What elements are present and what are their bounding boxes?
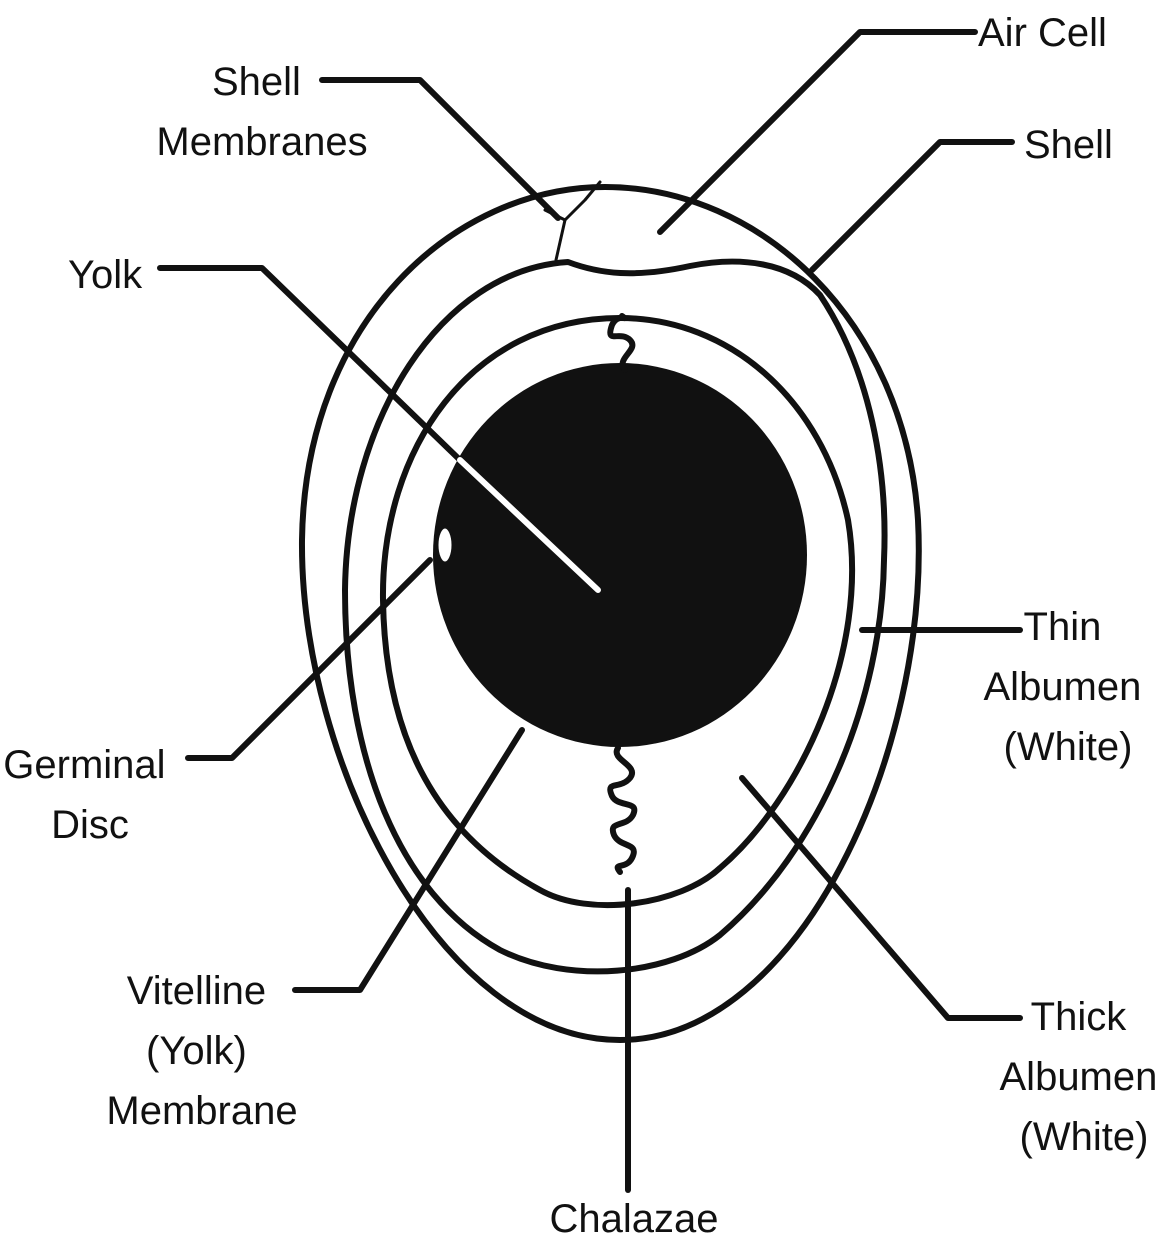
air-cell-split xyxy=(556,182,600,260)
label-germinal-disc-line-2: Disc xyxy=(51,803,129,847)
label-vitelline-membrane-line-1: Vitelline xyxy=(127,969,266,1013)
label-yolk: Yolk xyxy=(68,253,143,297)
label-yolk-line-1: Yolk xyxy=(68,253,143,297)
chalaza-top xyxy=(610,316,632,370)
chalaza-bottom xyxy=(610,748,634,872)
label-shell-membranes-line-1: Shell xyxy=(212,60,301,104)
label-shell-membranes-line-2: Membranes xyxy=(156,120,367,164)
label-thin-albumen-line-1: Thin xyxy=(1024,605,1102,649)
label-thin-albumen-line-3: (White) xyxy=(1004,725,1133,769)
label-shell: Shell xyxy=(1024,123,1113,167)
label-thick-albumen-line-1: Thick xyxy=(1031,995,1128,1039)
label-thick-albumen-line-2: Albumen xyxy=(1000,1055,1158,1099)
thick-albumen-leader xyxy=(742,778,1020,1018)
label-shell-line-1: Shell xyxy=(1024,123,1113,167)
label-thick-albumen: Thick Albumen (White) xyxy=(1000,995,1169,1159)
label-germinal-disc: Germinal Disc xyxy=(3,743,176,847)
yolk xyxy=(433,363,807,747)
label-air-cell: Air Cell xyxy=(978,11,1107,55)
label-vitelline-membrane-line-2: (Yolk) xyxy=(146,1029,247,1073)
germinal-disc-leader xyxy=(188,560,430,758)
label-shell-membranes: Shell Membranes xyxy=(156,60,367,164)
label-chalazae: Chalazae xyxy=(549,1197,718,1241)
label-thin-albumen-line-2: Albumen xyxy=(984,665,1142,709)
germinal-disc xyxy=(437,527,453,563)
shell-leader xyxy=(812,142,1012,270)
label-vitelline-membrane-line-3: Membrane xyxy=(106,1089,297,1133)
label-air-cell-line-1: Air Cell xyxy=(978,11,1107,55)
air-cell-leader xyxy=(660,32,975,232)
label-germinal-disc-line-1: Germinal xyxy=(3,743,165,787)
label-thick-albumen-line-3: (White) xyxy=(1020,1115,1149,1159)
yolk-leader xyxy=(160,268,460,460)
label-chalazae-line-1: Chalazae xyxy=(549,1197,718,1241)
label-vitelline-membrane: Vitelline (Yolk) Membrane xyxy=(106,969,297,1133)
